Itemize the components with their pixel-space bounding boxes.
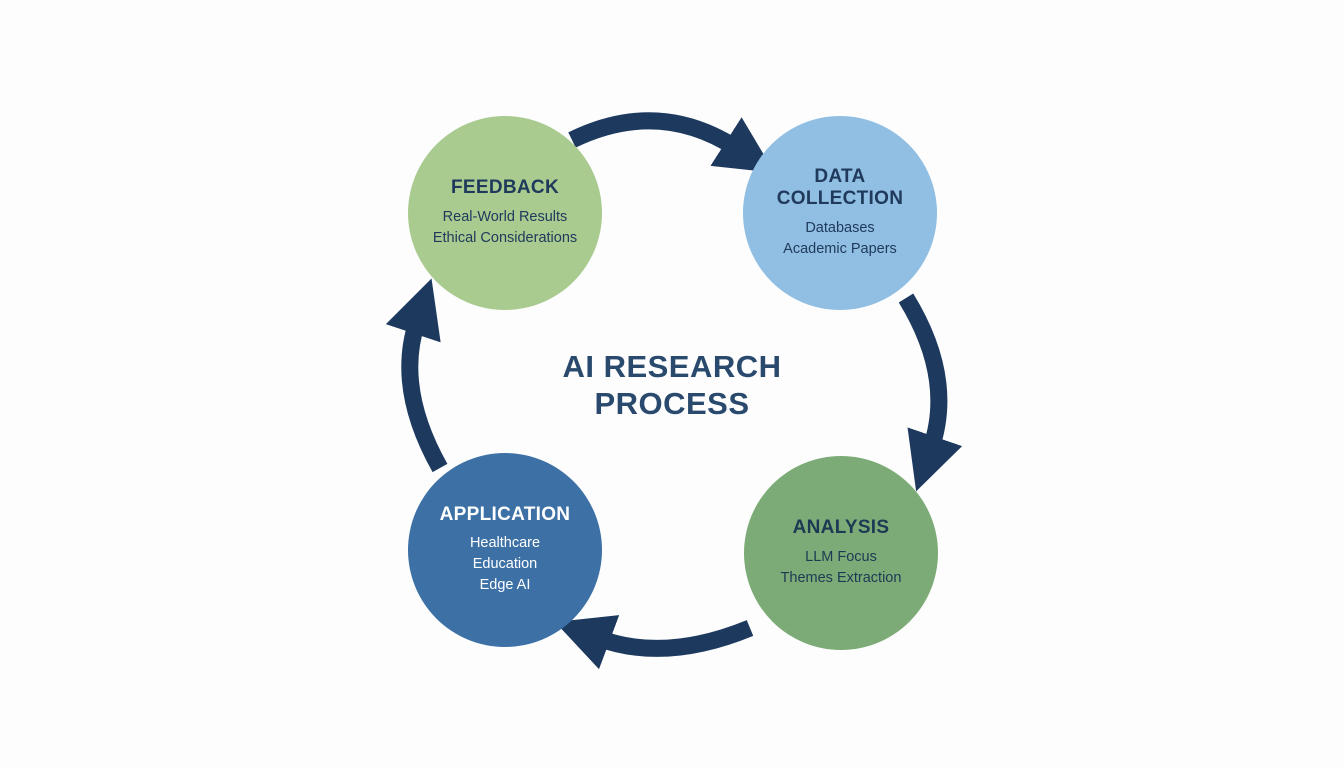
node-item: Databases xyxy=(805,220,875,237)
arrow-feedback-to-data-collection-icon xyxy=(568,112,775,173)
node-feedback: FEEDBACK Real-World Results Ethical Cons… xyxy=(408,116,602,310)
node-item: LLM Focus xyxy=(805,548,877,565)
diagram-title-line2: PROCESS xyxy=(594,386,750,422)
node-title: FEEDBACK xyxy=(451,177,559,199)
node-item: Real-World Results xyxy=(442,208,568,225)
node-item: Ethical Considerations xyxy=(432,229,578,246)
node-title: APPLICATION xyxy=(439,503,571,525)
node-item: Themes Extraction xyxy=(780,569,902,586)
arrow-application-to-feedback-icon xyxy=(385,278,448,473)
diagram-title: AI RESEARCH PROCESS xyxy=(500,348,844,422)
node-item: Healthcare xyxy=(469,535,541,552)
diagram-title-line1: AI RESEARCH xyxy=(562,349,782,384)
node-title: DATA COLLECTION xyxy=(776,165,904,210)
node-item: Academic Papers xyxy=(783,241,897,258)
arrow-analysis-to-application-icon xyxy=(554,615,754,670)
arrow-data-collection-to-analysis-icon xyxy=(898,293,963,492)
node-item: Edge AI xyxy=(479,577,531,594)
node-analysis: ANALYSIS LLM Focus Themes Extraction xyxy=(744,456,938,650)
node-data-collection: DATA COLLECTION Databases Academic Paper… xyxy=(743,116,937,310)
node-application: APPLICATION Healthcare Education Edge AI xyxy=(408,453,602,647)
node-title: ANALYSIS xyxy=(792,517,890,539)
node-item: Education xyxy=(472,556,538,573)
